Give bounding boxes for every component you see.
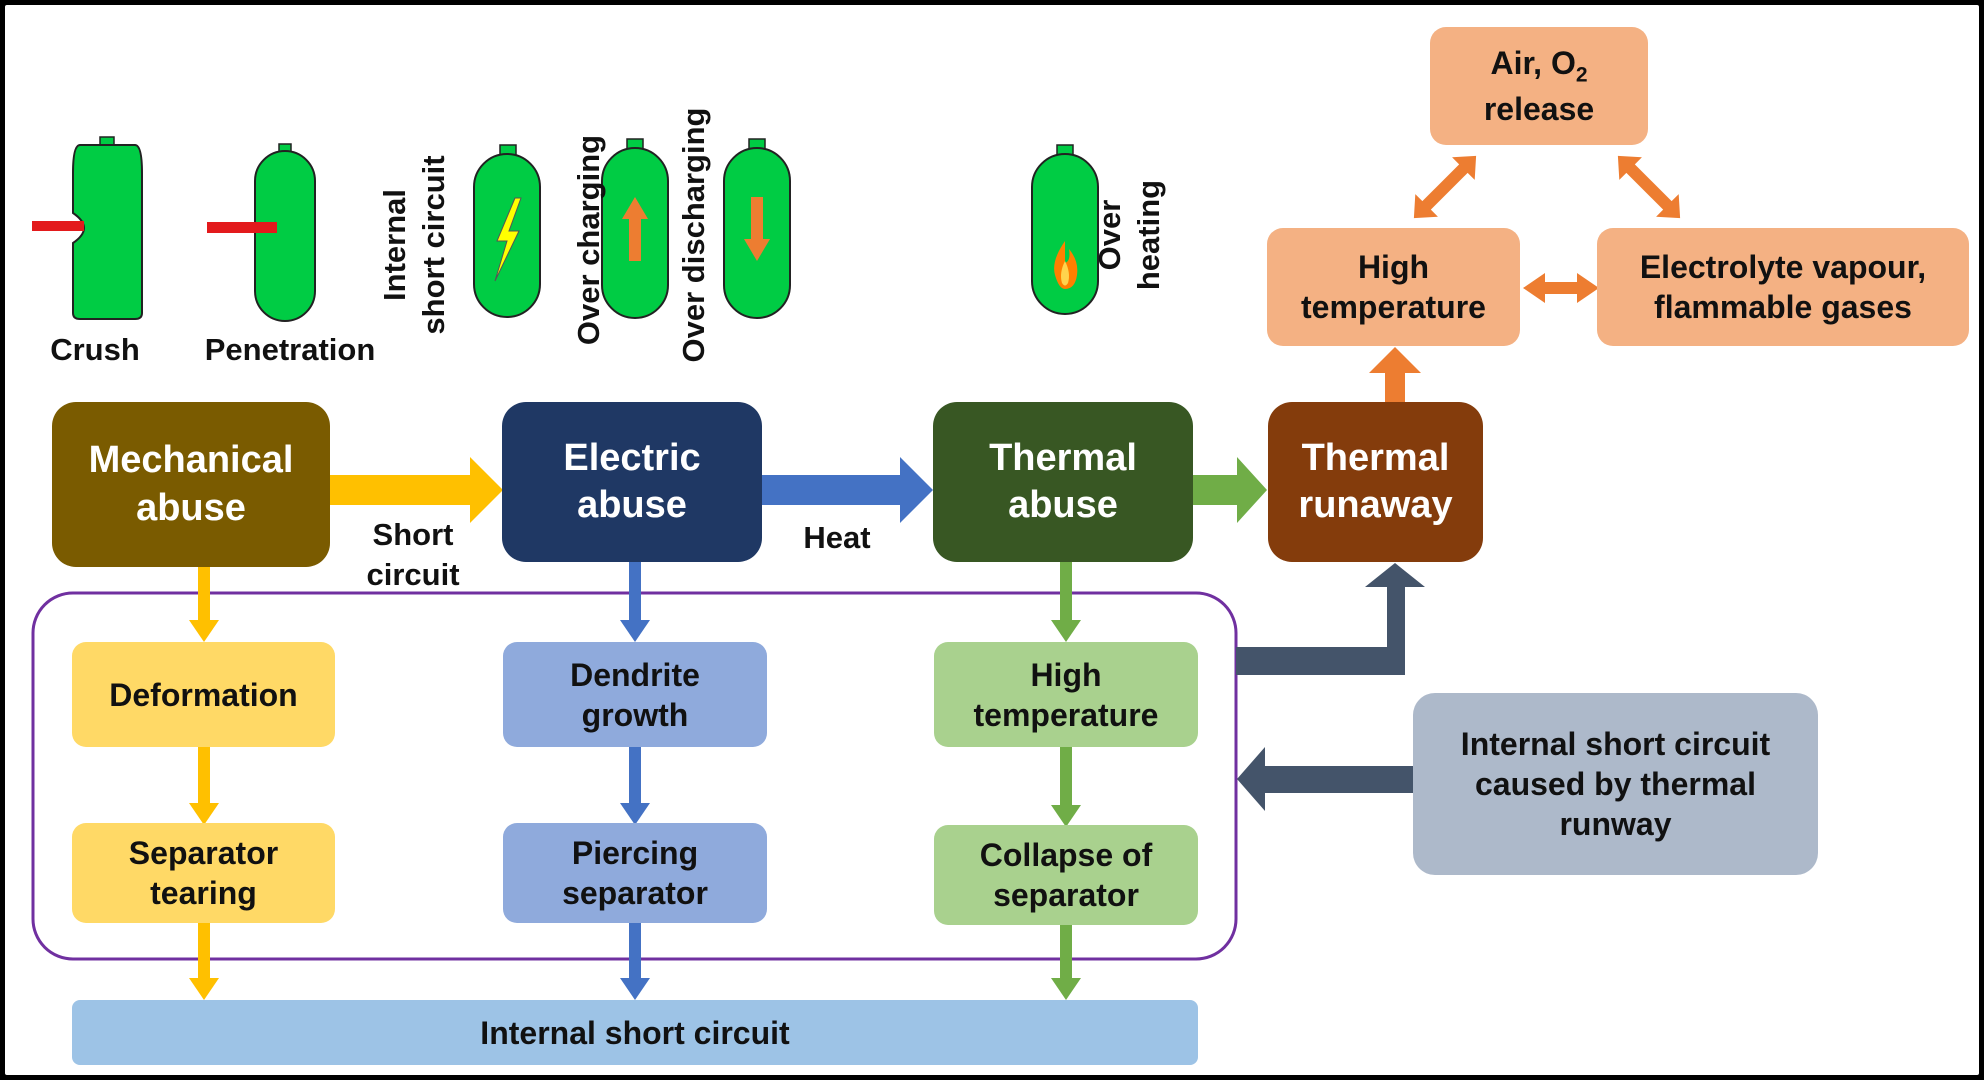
- arrow-thermal-to-runaway: [1193, 457, 1267, 523]
- dendrite-growth-box: Dendrite growth: [503, 642, 767, 747]
- cycle-high-temperature-box: High temperature: [1267, 228, 1520, 346]
- high-temperature-box: High temperature: [934, 642, 1198, 747]
- thermal-chain-arrows: [1051, 562, 1081, 1000]
- over-discharging-label: Over discharging: [676, 107, 711, 363]
- internal-short-battery-icon: [473, 144, 541, 318]
- air-o2-label: Air, O: [1490, 45, 1576, 82]
- arrow-enclosure-to-runaway: [1236, 563, 1425, 675]
- penetration-battery-icon: [207, 143, 316, 322]
- short-circuit-label: Short circuit: [366, 517, 460, 593]
- mechanical-chain-arrows: [189, 567, 219, 1000]
- over-heating-battery-icon: [1031, 144, 1099, 315]
- air-o2-release-text: Air, O2 release: [1484, 43, 1594, 129]
- deformation-box: Deformation: [72, 642, 335, 747]
- thermal-abuse-box: Thermal abuse: [933, 402, 1193, 562]
- electric-chain-arrows: [620, 562, 650, 1000]
- electrolyte-vapour-box: Electrolyte vapour, flammable gases: [1597, 228, 1969, 346]
- over-charging-label: Over charging: [571, 134, 606, 346]
- penetration-label: Penetration: [204, 332, 376, 367]
- diagram-canvas: Crush Penetration Internal short circuit…: [5, 5, 1979, 1075]
- heat-label: Heat: [803, 520, 871, 555]
- collapse-of-separator-box: Collapse of separator: [934, 825, 1198, 925]
- over-charging-battery-icon: [601, 138, 669, 319]
- connector-layer: [31, 155, 1681, 1000]
- over-discharging-battery-icon: [723, 138, 791, 319]
- arrow-runaway-to-high-temp: [1369, 347, 1421, 403]
- crush-battery-icon: [32, 136, 143, 320]
- internal-short-circuit-bar: Internal short circuit: [72, 1000, 1198, 1065]
- air-o2-release-box: Air, O2 release: [1430, 27, 1648, 145]
- arrow-feedback-to-enclosure: [1237, 747, 1413, 811]
- separator-tearing-box: Separator tearing: [72, 823, 335, 923]
- feedback-box: Internal short circuit caused by thermal…: [1413, 693, 1818, 875]
- internal-short-circuit-label: Internal short circuit: [377, 155, 451, 335]
- thermal-runaway-box: Thermal runaway: [1268, 402, 1483, 562]
- o2-subscript: 2: [1575, 63, 1588, 87]
- crush-label: Crush: [50, 332, 140, 367]
- release-label: release: [1483, 90, 1595, 127]
- mechanical-abuse-box: Mechanical abuse: [52, 402, 330, 567]
- cycle-arrows: [1413, 155, 1681, 303]
- electric-abuse-box: Electric abuse: [502, 402, 762, 562]
- arrow-mechanical-to-electric: [330, 457, 503, 523]
- arrow-electric-to-thermal: [762, 457, 933, 523]
- piercing-separator-box: Piercing separator: [503, 823, 767, 923]
- over-heating-label: Over heating: [1092, 179, 1166, 291]
